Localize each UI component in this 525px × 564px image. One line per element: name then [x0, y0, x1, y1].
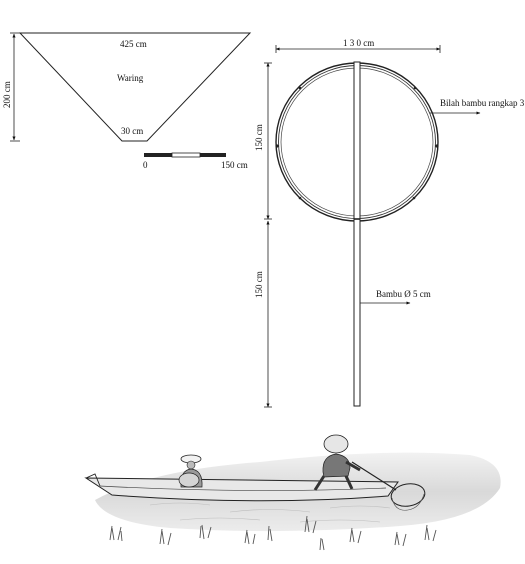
seated-fisherman — [178, 454, 203, 488]
scoop-net-mesh — [391, 493, 425, 511]
width-label: 1 3 0 cm — [343, 38, 374, 48]
standing-fisherman — [313, 434, 426, 511]
hoop-label: Bilah bambu rangkap 3 — [440, 98, 525, 108]
scale-seg-2 — [171, 152, 201, 158]
scoop-net-hoop — [390, 483, 426, 507]
aquatic-plants — [109, 515, 437, 551]
net-trapezoid — [18, 32, 252, 142]
net-pole — [351, 461, 397, 491]
handle-label: Bambu Ø 5 cm — [376, 289, 431, 299]
handle-length-label: 150 cm — [254, 271, 264, 298]
scale-seg-3 — [200, 153, 226, 157]
boat-bow — [85, 473, 101, 487]
hoop-height-label: 150 cm — [254, 124, 264, 151]
boat-scene-illustration — [84, 434, 501, 551]
scale-seg-1 — [144, 153, 172, 157]
scoop-net: 1 3 0 cm 150 cm 150 cm Bilah bambu rangk… — [254, 38, 525, 408]
basket — [178, 472, 200, 488]
conical-hat-right — [323, 434, 349, 454]
height-label: 200 cm — [2, 81, 12, 108]
top-width-label: 425 cm — [120, 39, 147, 49]
bottom-width-label: 30 cm — [121, 126, 143, 136]
scale-end-label: 150 cm — [221, 160, 248, 170]
scale-start-label: 0 — [143, 160, 148, 170]
scale-bar: 0 150 cm — [143, 152, 248, 170]
net-profile: 425 cm Waring 30 cm 200 cm — [2, 32, 252, 142]
material-label: Waring — [117, 73, 144, 83]
bamboo-handle — [353, 61, 361, 407]
